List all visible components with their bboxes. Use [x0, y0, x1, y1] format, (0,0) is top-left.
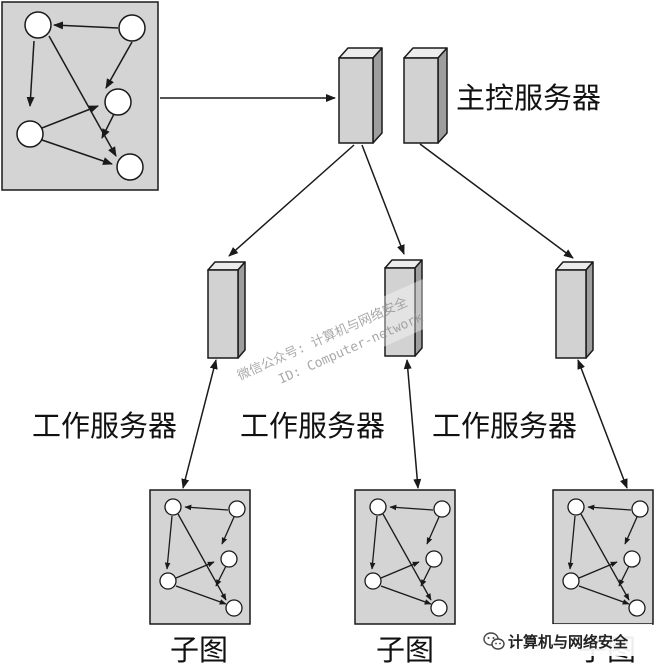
subgraph-panel-3: [553, 490, 653, 624]
worker-server-1: [207, 261, 246, 359]
source-graph-panel: [2, 2, 158, 190]
subgraph-panel-2: [355, 490, 455, 624]
worker-server-label-2: 工作服务器: [240, 409, 385, 443]
master-to-worker-1-arrow: [228, 144, 355, 257]
subgraph-panel-1: [150, 490, 250, 624]
master-to-worker-3-arrow: [419, 143, 574, 259]
worker-1-subgraph-link: [181, 359, 218, 489]
worker-server-label-1: 工作服务器: [32, 409, 177, 443]
wechat-icon: [483, 632, 505, 650]
subgraph-label-1: 子图: [170, 633, 228, 667]
worker-server-label-3: 工作服务器: [432, 409, 577, 443]
worker-2-subgraph-link: [403, 359, 422, 489]
worker-3-subgraph-link: [577, 359, 628, 489]
footer-brand: 计算机与网络安全: [476, 624, 652, 656]
master-server-label: 主控服务器: [456, 81, 601, 115]
master-server-2: [403, 47, 448, 144]
footer-text: 计算机与网络安全: [508, 633, 629, 651]
master-to-worker-2-arrow: [361, 144, 405, 255]
master-server-1: [338, 47, 383, 144]
subgraph-label-2: 子图: [376, 633, 434, 667]
worker-server-3: [555, 261, 594, 359]
